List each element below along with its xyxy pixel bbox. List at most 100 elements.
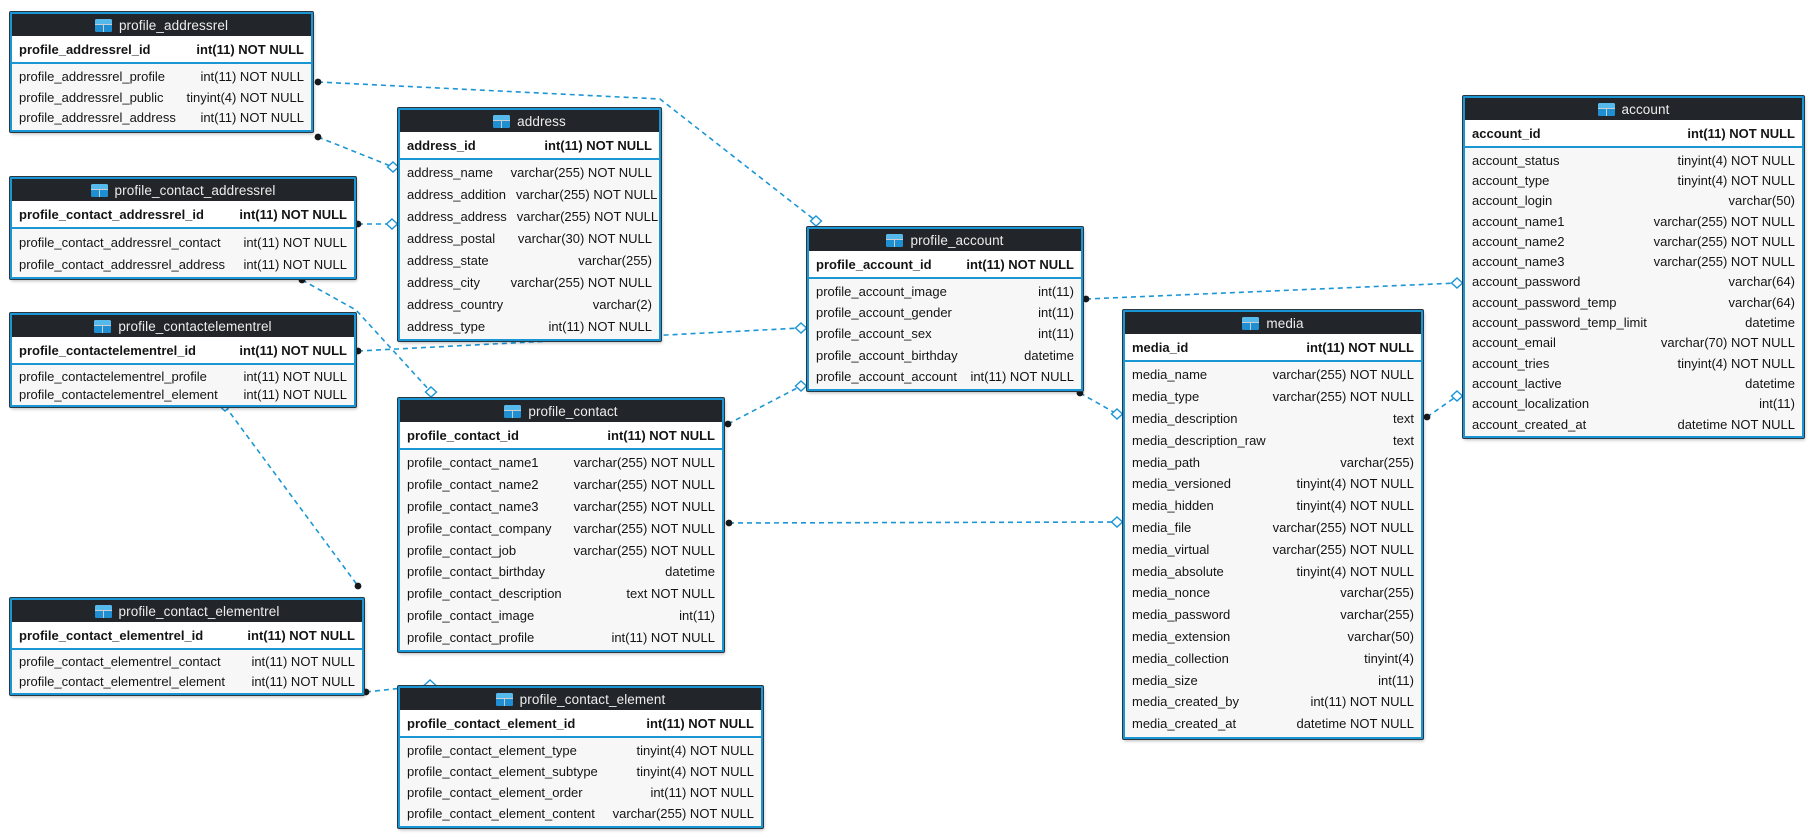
table-header[interactable]: media bbox=[1125, 312, 1421, 334]
table-header[interactable]: profile_contact bbox=[400, 400, 722, 422]
table-header[interactable]: profile_account bbox=[809, 229, 1081, 251]
connector-diamond-endpoint bbox=[794, 380, 808, 392]
column-name: profile_contact_element_subtype bbox=[407, 764, 598, 779]
relationship-line[interactable] bbox=[357, 327, 802, 352]
relationship-line[interactable] bbox=[317, 81, 817, 222]
column-name: profile_contactelementrel_profile bbox=[19, 368, 207, 384]
relationship-profile_contact_addressrel-to-address[interactable] bbox=[354, 218, 399, 230]
column-name: account_lactive bbox=[1472, 375, 1562, 391]
column-type: varchar(255) bbox=[1340, 607, 1414, 623]
table-profile_contact_addressrel[interactable]: profile_contact_addressrel profile_contac… bbox=[10, 177, 356, 279]
column-name: profile_addressrel_id bbox=[19, 41, 151, 57]
relationship-line[interactable] bbox=[317, 136, 394, 168]
table-header[interactable]: profile_contactelementrel bbox=[12, 315, 354, 337]
relationship-media-to-account[interactable] bbox=[1423, 390, 1464, 421]
relationship-line[interactable] bbox=[727, 385, 802, 425]
table-icon bbox=[493, 114, 511, 128]
column-name: account_password_temp bbox=[1472, 294, 1617, 310]
column-type: int(11) NOT NULL bbox=[650, 785, 754, 800]
column-name: profile_contact_element_content bbox=[407, 806, 595, 821]
relationship-profile_contact-to-media[interactable] bbox=[725, 516, 1124, 528]
relationship-profile_account-to-media[interactable] bbox=[1076, 389, 1124, 420]
connector-dot-endpoint bbox=[1423, 413, 1431, 421]
column-type: int(11) NOT NULL bbox=[243, 368, 347, 384]
table-header[interactable]: address bbox=[400, 110, 659, 132]
table-title: profile_addressrel bbox=[118, 17, 229, 33]
table-profile_addressrel[interactable]: profile_addressrel profile_addressrel_id i… bbox=[10, 12, 313, 133]
column-name: profile_contact_description bbox=[407, 586, 562, 602]
connector-diamond-endpoint bbox=[809, 215, 823, 227]
column-name: profile_contactelementrel_id bbox=[19, 342, 196, 358]
column-name: profile_contact_addressrel_id bbox=[19, 206, 204, 222]
relationship-profile_addressrel-to-address[interactable] bbox=[314, 133, 400, 173]
column-name: media_virtual bbox=[1132, 541, 1210, 557]
column-type: tinyint(4) NOT NULL bbox=[1296, 498, 1414, 514]
relationship-profile_contactelementrel-to-profile_account[interactable] bbox=[354, 322, 808, 355]
table-header[interactable]: profile_contact_addressrel bbox=[12, 179, 354, 201]
table-title: address bbox=[517, 113, 566, 129]
table-profile_contact_element[interactable]: profile_contact_element profile_contact_e… bbox=[398, 686, 763, 828]
column-type: tinyint(4) NOT NULL bbox=[186, 89, 304, 105]
table-header[interactable]: profile_addressrel bbox=[12, 14, 311, 36]
relationship-line[interactable] bbox=[728, 521, 1118, 524]
pk-section: profile_contactelementrel_id int(11) NOT … bbox=[12, 337, 354, 363]
connector-dot-endpoint bbox=[362, 688, 370, 696]
relationship-line[interactable] bbox=[1426, 395, 1458, 418]
relationship-profile_addressrel-to-profile_account[interactable] bbox=[314, 78, 823, 227]
table-icon bbox=[94, 319, 112, 333]
relationship-line[interactable] bbox=[224, 405, 359, 587]
relationship-line[interactable] bbox=[301, 279, 432, 393]
column-name: profile_contact_elementrel_id bbox=[19, 627, 204, 643]
relationship-profile_contact-to-profile_account[interactable] bbox=[724, 380, 808, 428]
relationship-line[interactable] bbox=[1085, 282, 1458, 300]
column-type: int(11) NOT NULL bbox=[239, 342, 347, 358]
table-header[interactable]: profile_contact_elementrel bbox=[12, 600, 362, 622]
column-type: int(11) NOT NULL bbox=[196, 41, 304, 57]
column-name: account_name1 bbox=[1472, 213, 1565, 229]
relationship-line[interactable] bbox=[1079, 392, 1118, 415]
relationship-profile_contactelementrel-to-profile_contact_elementrel[interactable] bbox=[218, 400, 362, 590]
connector-dot-endpoint bbox=[314, 133, 322, 141]
column-type: varchar(255) NOT NULL bbox=[1272, 389, 1414, 405]
relationship-line[interactable] bbox=[365, 684, 431, 693]
column-type: int(11) NOT NULL bbox=[239, 206, 347, 222]
column-type: varchar(50) bbox=[1728, 193, 1795, 209]
column-name: profile_contact_element_type bbox=[407, 743, 577, 758]
connector-dot-endpoint bbox=[725, 519, 733, 527]
column-name: profile_contact_name2 bbox=[407, 477, 539, 493]
table-header[interactable]: profile_contact_element bbox=[400, 688, 761, 710]
column-name: address_name bbox=[407, 165, 493, 181]
relationship-profile_account-to-account[interactable] bbox=[1082, 277, 1464, 303]
column-name: media_extension bbox=[1132, 628, 1231, 644]
column-type: varchar(255) NOT NULL bbox=[612, 806, 754, 821]
table-header[interactable]: account bbox=[1465, 98, 1802, 120]
column-type: int(11) NOT NULL bbox=[646, 715, 754, 731]
column-name: profile_contact_addressrel_contact bbox=[19, 234, 221, 250]
